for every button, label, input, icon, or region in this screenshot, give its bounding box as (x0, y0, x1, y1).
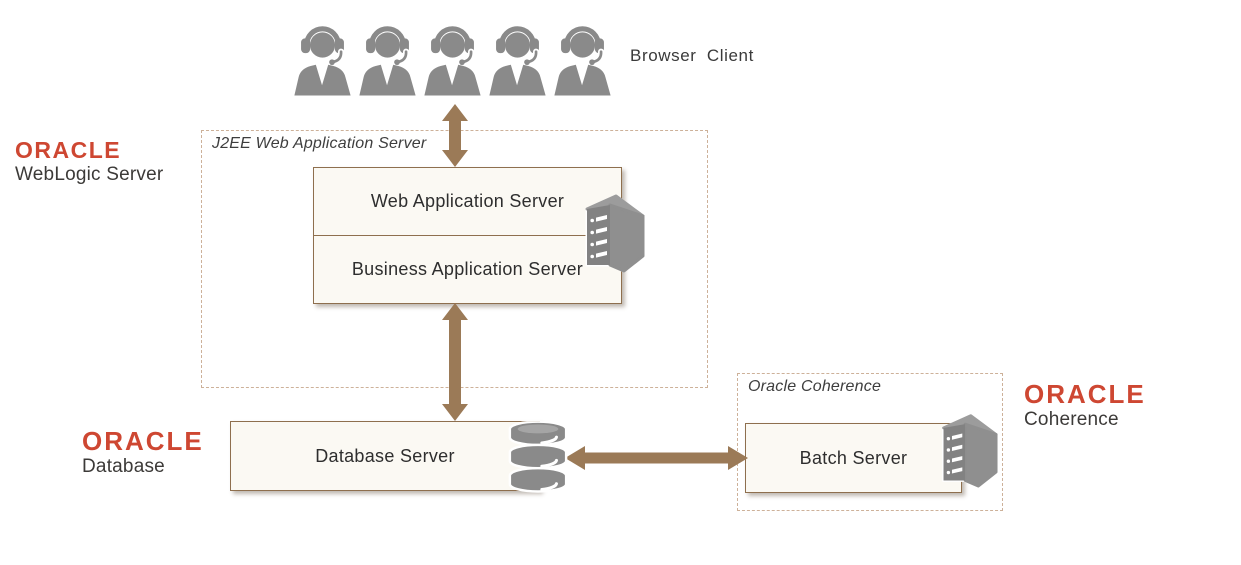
browser-client-group (292, 14, 613, 97)
coherence-product-label: Coherence (1024, 409, 1119, 430)
coherence-group-box: Oracle Coherence (737, 373, 1003, 511)
arrow-database-to-batch-icon (565, 446, 748, 470)
web-app-server-label: Web Application Server (370, 191, 565, 211)
web-app-server-node: Web Application Server (314, 168, 621, 235)
arrow-browser-to-appserver-icon (442, 104, 468, 167)
database-product-label: Database (82, 456, 165, 477)
browser-client-label: Browser Client (630, 46, 754, 65)
oracle-coherence-logo: ORACLE Coherence (1024, 381, 1146, 431)
oracle-weblogic-logo: ORACLE WebLogic Server (15, 139, 163, 186)
server-tower-icon (936, 410, 998, 489)
oracle-database-logo: ORACLE Database (82, 428, 204, 478)
app-server-box: Web Application Server Business Applicat… (313, 167, 622, 304)
server-tower-icon (579, 190, 645, 274)
oracle-wordmark: ORACLE (1024, 379, 1146, 409)
arrow-appserver-to-database-icon (442, 303, 468, 421)
business-app-server-label: Business Application Server (351, 258, 584, 279)
database-server-label: Database Server (315, 445, 455, 466)
batch-server-box: Batch Server (745, 423, 962, 493)
call-center-agent-icon (422, 14, 483, 97)
database-cylinder-icon (506, 421, 570, 497)
business-app-server-node: Business Application Server (314, 235, 621, 302)
database-server-box: Database Server (230, 421, 540, 491)
call-center-agent-icon (487, 14, 548, 97)
batch-server-label: Batch Server (799, 447, 908, 468)
call-center-agent-icon (357, 14, 418, 97)
oracle-wordmark: ORACLE (82, 426, 204, 456)
call-center-agent-icon (552, 14, 613, 97)
coherence-group-label: Oracle Coherence (748, 378, 882, 395)
weblogic-product-label: WebLogic Server (15, 164, 164, 185)
oracle-wordmark: ORACLE (15, 137, 122, 163)
call-center-agent-icon (292, 14, 353, 97)
j2ee-group-label: J2EE Web Application Server (212, 135, 427, 152)
